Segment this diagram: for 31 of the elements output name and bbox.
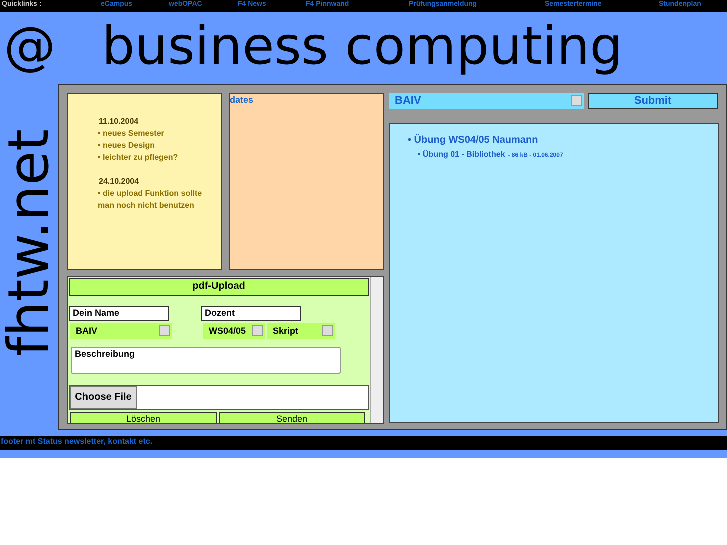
site-name: fhtw.net [0, 128, 63, 359]
date-heading: 24.10.2004 [99, 176, 140, 188]
footer-bar [0, 436, 727, 450]
text-area: Beschreibung [71, 347, 341, 374]
news-item: • leichter zu pflegen? [98, 152, 180, 164]
dropdown: WS04/05 [203, 323, 265, 339]
list-item: • Übung 01 - Bibliothek [418, 150, 506, 159]
input-field: Dozent [201, 306, 301, 321]
news-panel [67, 93, 222, 270]
quicklinks-bar [0, 0, 727, 12]
panel-heading: pdf-Upload [69, 278, 369, 296]
list-item: • Übung WS04/05 Naumann [408, 135, 538, 146]
dropdown: Skript [267, 323, 335, 339]
news-item: • die upload Funktion sollte man noch nicht benutzen [98, 188, 204, 212]
reset-button: Löschen [70, 412, 217, 423]
submit-button: Submit [588, 93, 718, 109]
date-heading: 11.10.2004 [99, 116, 140, 128]
input-field: Dein Name [69, 306, 169, 321]
at-sign: @ [4, 16, 56, 79]
dropdown: BAIV [389, 93, 584, 109]
send-button: Senden [219, 412, 365, 423]
footer-text: footer mt Status newsletter, kontakt etc. [1, 437, 153, 446]
page-title: business computing [102, 16, 623, 79]
upload-panel [67, 276, 384, 424]
file-button: Choose File [70, 386, 137, 409]
files-panel [389, 123, 719, 423]
news-item: • neues Design [98, 140, 156, 152]
panel-heading: dates [230, 95, 254, 105]
dropdown: BAIV [70, 323, 172, 339]
news-item: • neues Semester [98, 128, 166, 140]
dates-panel [229, 93, 384, 270]
